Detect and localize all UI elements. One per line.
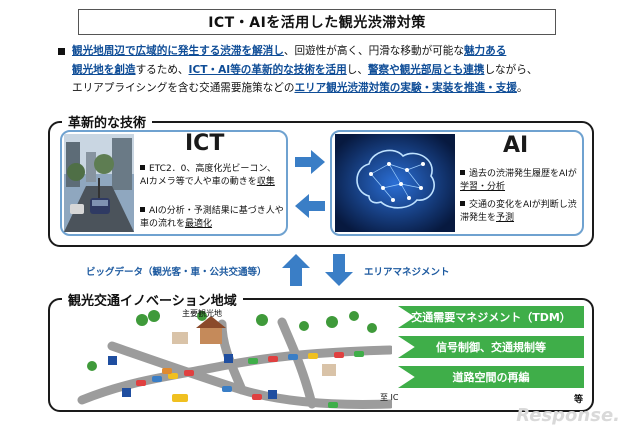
intro-bullet-icon (58, 48, 65, 55)
measure-label: 信号制御、交通規制等 (436, 339, 546, 355)
intro-text-run: しながら、 (484, 64, 537, 76)
intro-line-3: エリアプライシングを含む交通需要施策などのエリア観光渋滞対策の実験・実装を推進・… (72, 79, 592, 98)
intro-line-1: 観光地周辺で広域的に発生する渋滞を解消し、回遊性が高く、円滑な移動が可能な魅力あ… (72, 42, 592, 61)
ict-bullet-collect: ETC2．0、高度化光ビーコン、AIカメラ等で人や車の動きを収集 (140, 163, 284, 189)
measure-signal-control: 信号制御、交通規制等 (398, 336, 584, 358)
measure-label: 交通需要マネジメント（TDM） (411, 309, 571, 325)
ai-bullet-predict: 交通の変化をAIが判断し渋滞発生を予測 (460, 199, 578, 225)
intro-text-run: 、回遊性が高く、円滑な移動が可能な (284, 45, 464, 57)
ict-heading: ICT (185, 131, 224, 156)
page-title: ICT・AIを活用した観光渋滞対策 (208, 12, 426, 32)
ai-bullet-text: 過去の渋滞発生履歴をAIが (469, 169, 577, 179)
left-arrow-icon (295, 194, 325, 218)
measure-label: 道路空間の再編 (453, 369, 530, 385)
big-data-label: ビッグデータ（観光客・車・公共交通等） (86, 264, 267, 278)
intro-text-run: 。 (517, 82, 528, 94)
tourism-area-map-illustration (72, 306, 392, 410)
title-box: ICT・AIを活用した観光渋滞対策 (78, 9, 556, 35)
up-arrow-icon (282, 254, 310, 286)
ic-label: 至 IC (380, 392, 399, 403)
intro-text-run: し、 (347, 64, 368, 76)
measure-tdm: 交通需要マネジメント（TDM） (398, 306, 584, 328)
ict-bullet-optimize: AIの分析・予測結果に基づき人や車の流れを最適化 (140, 205, 284, 231)
ict-bullet-keyword: 収集 (257, 177, 275, 187)
etc-label: 等 (574, 392, 583, 405)
ai-heading: AI (503, 133, 528, 158)
intro-text-run: するため、 (136, 64, 189, 76)
intro-highlight: ICT・AI等の革新的な技術を活用 (189, 64, 347, 76)
down-arrow-icon (325, 254, 353, 286)
intro-line-2: 観光地を創造するため、ICT・AI等の革新的な技術を活用し、警察や観光部局とも連… (72, 61, 592, 80)
ai-bullet-text: 交通の変化をAIが判断し渋滞発生を (460, 200, 577, 223)
intro-highlight: 観光地を創造 (72, 64, 136, 76)
ict-bullet-keyword: 最適化 (185, 219, 212, 229)
ai-brain-image (335, 134, 455, 232)
intro-highlight: 警察や観光部局とも連携 (368, 64, 485, 76)
right-arrow-icon (295, 150, 325, 174)
intro-highlight: 観光地周辺で広域的に発生する渋滞を解消し (72, 45, 284, 57)
intro-highlight: 魅力ある (464, 45, 506, 57)
intro-text: 観光地周辺で広域的に発生する渋滞を解消し、回遊性が高く、円滑な移動が可能な魅力あ… (72, 42, 592, 98)
ai-bullet-keyword: 予測 (496, 213, 514, 223)
bullet-square-icon (140, 207, 145, 212)
ict-bullet-text: ETC2．0、高度化光ビーコン、AIカメラ等で人や車の動きを (140, 164, 276, 187)
street-photo-image (64, 134, 134, 232)
ai-bullet-learn: 過去の渋滞発生履歴をAIが学習・分析 (460, 168, 578, 194)
bullet-square-icon (140, 165, 145, 170)
response-watermark: Response. (516, 405, 620, 426)
ai-bullet-keyword: 学習・分析 (460, 182, 505, 192)
bullet-square-icon (460, 170, 465, 175)
tech-section-label: 革新的な技術 (62, 112, 152, 131)
bullet-square-icon (460, 201, 465, 206)
measure-road-space: 道路空間の再編 (398, 366, 584, 388)
intro-highlight: エリア観光渋滞対策の実験・実装を推進・支援 (294, 82, 516, 94)
sightseeing-spot-label: 主要観光地 (182, 308, 222, 319)
intro-text-run: エリアプライシングを含む交通需要施策などの (72, 82, 294, 94)
area-management-label: エリアマネジメント (364, 264, 450, 278)
